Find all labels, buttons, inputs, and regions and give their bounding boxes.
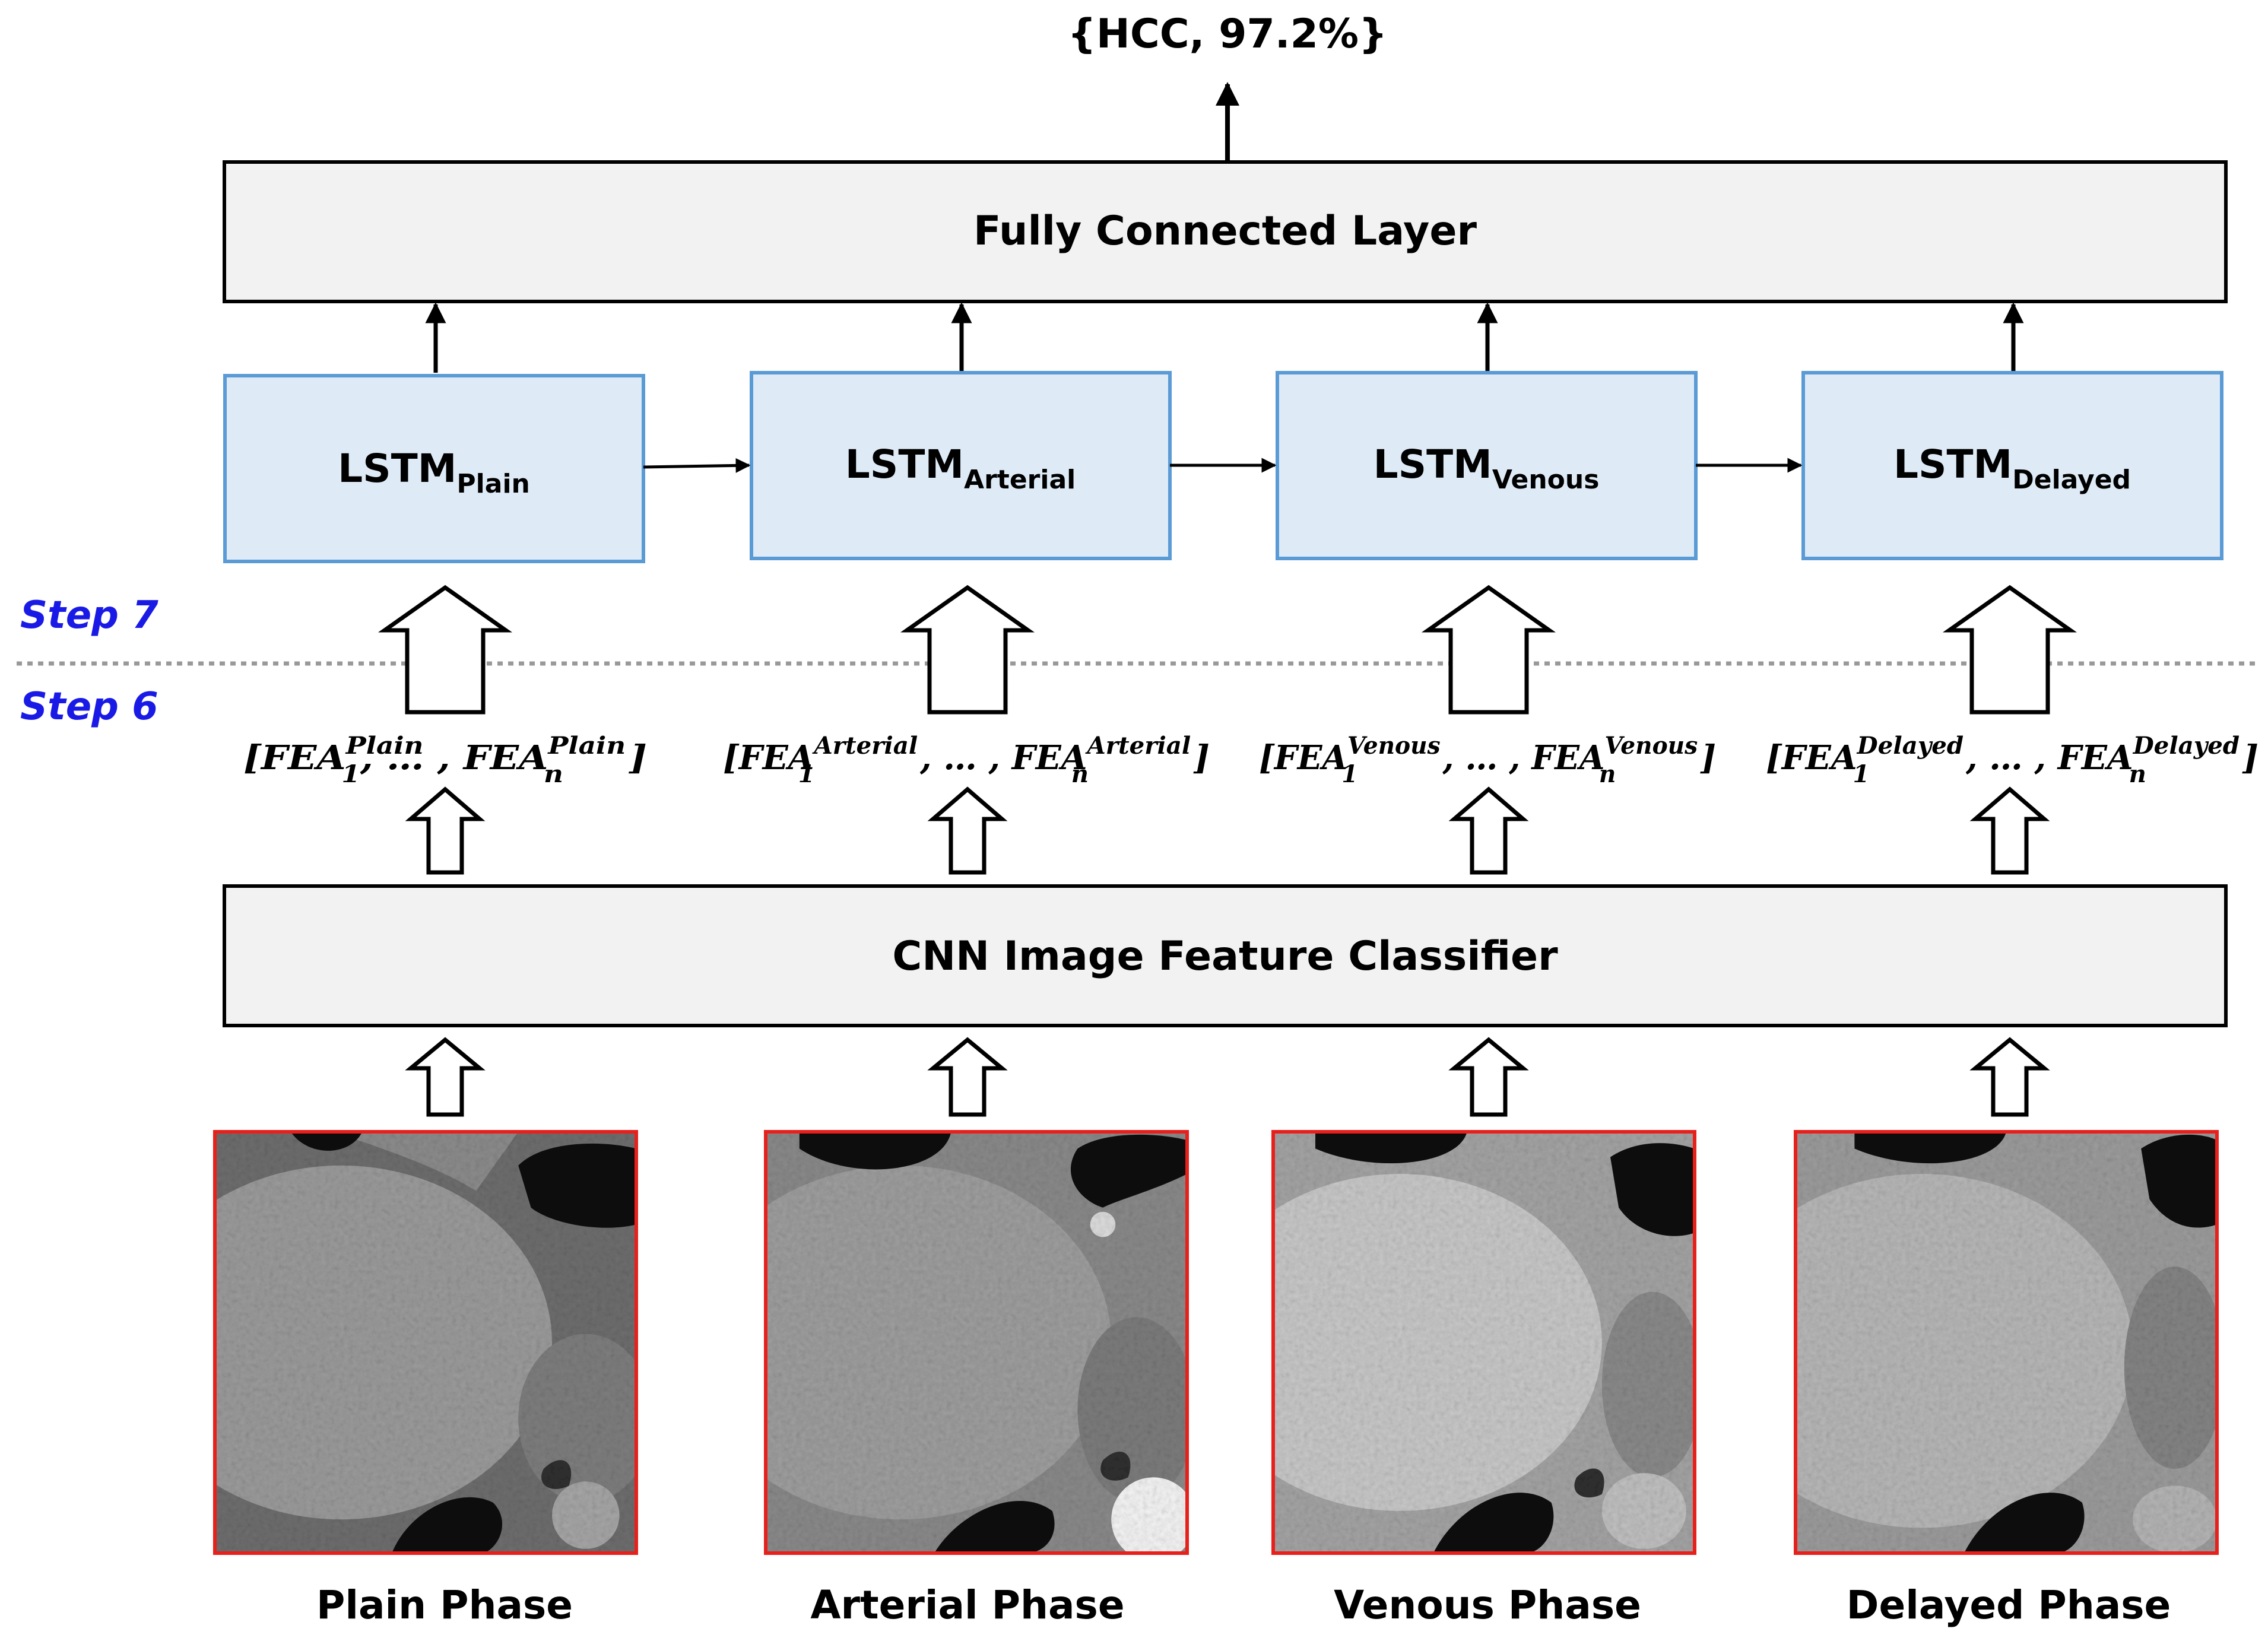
fully-connected-layer-label: Fully Connected Layer <box>973 208 1477 255</box>
image-plain-to-cnn-arrow <box>405 1037 486 1117</box>
image-venous-to-cnn-arrow <box>1448 1037 1529 1117</box>
svg-text:LSTMVenous: LSTMVenous <box>1374 442 1600 495</box>
output-label: {HCC, 97.2%} <box>1068 11 1388 58</box>
caption-arterial-phase: Arterial Phase <box>810 1582 1124 1628</box>
feature-venous-to-lstm-arrow <box>1421 585 1556 715</box>
lstm-venous-label: LSTM <box>1374 442 1492 487</box>
lstm-delayed-label: LSTM <box>1893 442 2012 487</box>
image-delayed-to-cnn-arrow <box>1969 1037 2050 1117</box>
ct-image-delayed <box>1794 1130 2219 1555</box>
caption-delayed-phase: Delayed Phase <box>1847 1582 2171 1628</box>
ct-image-plain <box>213 1130 638 1555</box>
cnn-to-feature-arterial-arrow <box>927 786 1008 875</box>
lstm-venous-subscript: Venous <box>1492 465 1600 495</box>
lstm-plain-to-arterial-arrow <box>643 458 751 473</box>
feature-plain-to-lstm-arrow <box>378 585 513 715</box>
fully-connected-layer <box>223 160 2228 303</box>
cnn-feature-classifier-label: CNN Image Feature Classifier <box>892 933 1558 980</box>
lstm-venous: LSTMVenous <box>1276 371 1698 560</box>
caption-plain-phase: Plain Phase <box>316 1582 573 1628</box>
svg-text:LSTMDelayed: LSTMDelayed <box>1893 442 2131 495</box>
cnn-to-feature-venous-arrow <box>1448 786 1529 875</box>
lstm-arterial-label: LSTM <box>845 442 964 487</box>
caption-venous-phase: Venous Phase <box>1334 1582 1641 1628</box>
svg-text:LSTMArterial: LSTMArterial <box>845 442 1076 495</box>
lstm-delayed: LSTMDelayed <box>1801 371 2223 560</box>
cnn-to-feature-delayed-arrow <box>1969 786 2050 875</box>
lstm-arterial-subscript: Arterial <box>964 465 1076 495</box>
step-7-label: Step 7 <box>20 593 158 637</box>
ct-image-venous <box>1271 1130 1696 1555</box>
ct-image-arterial <box>764 1130 1189 1555</box>
lstm-delayed-subscript: Delayed <box>2012 465 2131 495</box>
lstm-plain-subscript: Plain <box>456 469 529 499</box>
cnn-to-feature-plain-arrow <box>405 786 486 875</box>
lstm-arterial: LSTMArterial <box>750 371 1172 560</box>
lstm-plain: LSTMPlain <box>223 374 645 563</box>
step-6-label: Step 6 <box>20 685 158 729</box>
image-arterial-to-cnn-arrow <box>927 1037 1008 1117</box>
cnn-feature-classifier <box>223 884 2228 1027</box>
feature-delayed-to-lstm-arrow <box>1942 585 2077 715</box>
svg-text:LSTMPlain: LSTMPlain <box>338 446 530 499</box>
lstm-plain-label: LSTM <box>338 446 456 491</box>
feature-arterial-to-lstm-arrow <box>900 585 1035 715</box>
